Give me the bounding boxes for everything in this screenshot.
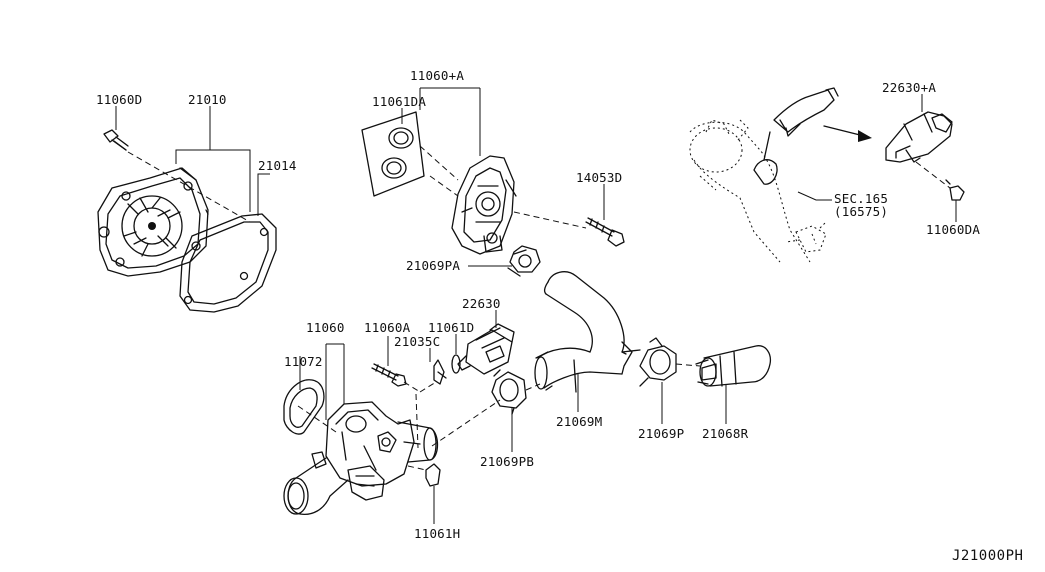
bracket-21035C: [433, 359, 447, 385]
label-11072: 11072: [284, 354, 323, 369]
label-sec165: SEC.165: [834, 191, 888, 206]
plug-11061H: [425, 463, 441, 487]
water-outlet-11060A: [451, 155, 517, 255]
gasket-axis-line: [297, 405, 337, 433]
label-21069M: 21069M: [556, 414, 602, 429]
bolt-11060A-axis: [403, 381, 421, 449]
label-11061DA: 11061DA: [372, 94, 426, 109]
sensor-22630: [457, 323, 515, 375]
label-21069PB: 21069PB: [480, 454, 534, 469]
plug-axis-line: [407, 465, 427, 471]
label-11061D: 11061D: [428, 320, 474, 335]
bolt-11060A: [371, 363, 407, 387]
bracket-axis-line: [419, 381, 437, 393]
direction-arrow: [823, 125, 872, 142]
clamp-21069PA: [507, 245, 541, 277]
label-11060A: 11060A: [364, 320, 411, 335]
label-11060A-top: 11060+A: [410, 68, 464, 83]
hose-21068R: [695, 345, 772, 387]
gasket-11061DA: [361, 111, 425, 197]
label-22630A: 22630+A: [882, 80, 936, 95]
label-21069P: 21069P: [638, 426, 684, 441]
leader-21010: [175, 106, 251, 212]
sensor-22630A-axis: [915, 161, 951, 189]
leader-11060A-top: [419, 87, 481, 156]
gasket-11072: [283, 379, 325, 435]
leader-21014: [257, 173, 270, 216]
leader-sec165: [797, 191, 832, 201]
o-ring-11061D: [451, 354, 461, 374]
intake-manifold-sec165: [689, 87, 839, 263]
thermostat-housing-11060: [283, 401, 439, 516]
bolt-11060D: [103, 129, 129, 151]
label-22630: 22630: [462, 296, 501, 311]
label-11060DA: 11060DA: [926, 222, 980, 237]
bolt-axis-line: [127, 151, 251, 223]
clamp-21069PB: [491, 369, 527, 415]
clamp-axis-line: [431, 383, 541, 447]
hose-axis-line: [675, 363, 701, 367]
label-11060D: 11060D: [96, 92, 142, 107]
leader-11060: [325, 343, 345, 420]
label-sec165-sub: (16575): [834, 204, 888, 219]
label-21010: 21010: [188, 92, 227, 107]
sensor-22630A: [885, 111, 953, 163]
label-21069PA: 21069PA: [406, 258, 460, 273]
label-11060: 11060: [306, 320, 345, 335]
label-14053D: 14053D: [576, 170, 622, 185]
label-21068R: 21068R: [702, 426, 749, 441]
gasket-21014: [179, 213, 277, 313]
outlet-axis-lines: [419, 145, 587, 229]
clamp-21069P: [639, 337, 677, 387]
label-21035C: 21035C: [394, 334, 440, 349]
label-11061H: 11061H: [414, 526, 460, 541]
bolt-11060DA: [945, 179, 965, 201]
label-21014: 21014: [258, 158, 297, 173]
water-pump-21010: [97, 167, 209, 277]
diagram-reference-id: J21000PH: [952, 548, 1023, 564]
bolt-14053D: [585, 217, 625, 247]
hose-21069M: [534, 271, 641, 393]
